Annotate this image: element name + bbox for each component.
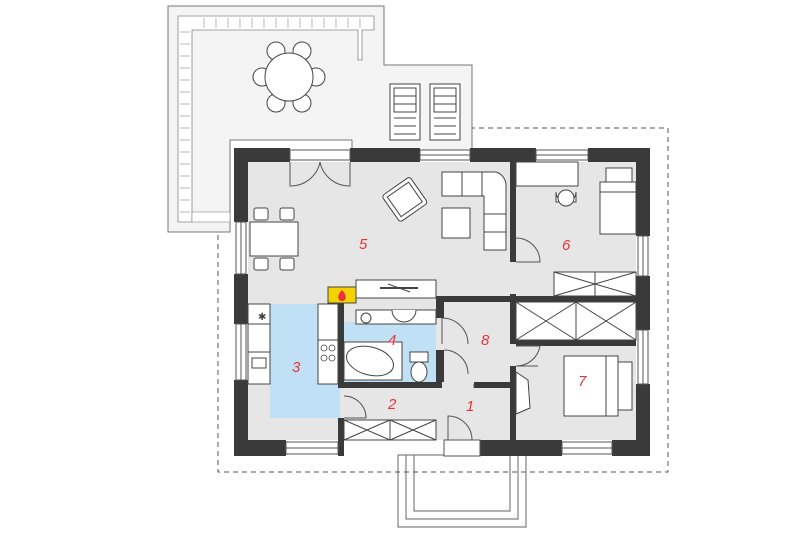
stove-icon (320, 344, 336, 362)
fireplace-icon (327, 286, 357, 304)
sunlounger-icon (389, 83, 461, 141)
room-label-8: 8 (481, 332, 490, 349)
room-label-3: 3 (292, 359, 301, 376)
window-icon (235, 149, 649, 455)
bed-icon (599, 167, 637, 235)
room-label-6: 6 (562, 237, 571, 254)
asterisk-icon: ✱ (258, 312, 266, 323)
armchair-icon (382, 177, 428, 222)
door-icon (289, 149, 351, 187)
toilet-icon (409, 351, 429, 383)
hall-wardrobe-icon (343, 419, 437, 441)
room-label-1: 1 (466, 398, 474, 415)
coffee-table-icon (441, 207, 471, 239)
entrance-door (443, 415, 481, 457)
wardrobe-icon (553, 271, 637, 297)
floor-lamp-icon (515, 371, 531, 415)
outdoor-table-icon (252, 41, 326, 113)
bathtub-icon (343, 341, 403, 381)
entrance-porch (397, 454, 527, 528)
room-label-5: 5 (359, 236, 368, 253)
tv-cabinet-icon (355, 279, 437, 299)
desk-icon (515, 161, 579, 207)
sink-icon (355, 309, 437, 325)
table-icon (249, 207, 299, 271)
room-label-2: 2 (387, 396, 397, 413)
interior-doors (343, 237, 541, 419)
bed-7-icon (563, 355, 633, 417)
kitchen-counter (247, 303, 339, 385)
sofa-icon (441, 171, 507, 251)
room-label-4: 4 (388, 332, 396, 349)
room-labels: 1 2 3 4 5 6 7 8 (292, 236, 587, 415)
room-label-7: 7 (578, 373, 587, 390)
walls (234, 148, 650, 456)
wardrobe-7-icon (515, 301, 637, 341)
